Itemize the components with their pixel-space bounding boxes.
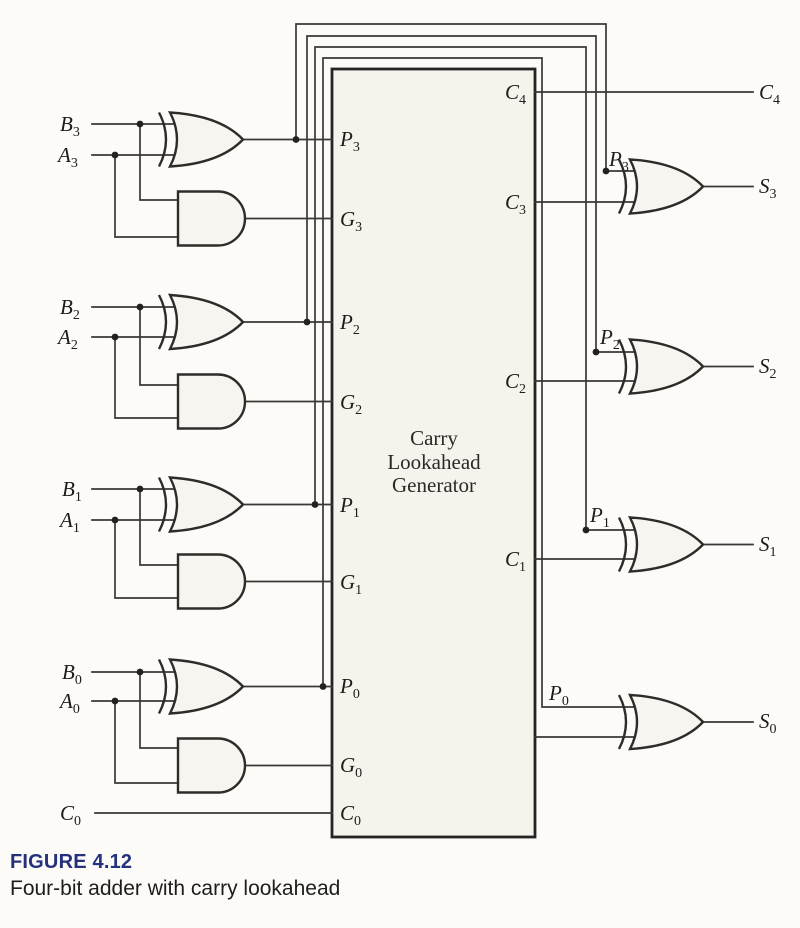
port-label-c0: C0 — [340, 801, 361, 829]
clg-box-outline — [330, 67, 537, 839]
xor-gate-bit1-arc — [157, 476, 168, 533]
port-label-c4: C4 — [505, 80, 526, 108]
junction-dot — [111, 516, 119, 524]
wire-b1-branch — [139, 488, 179, 566]
junction-dot — [582, 526, 590, 534]
wire-p1-route — [314, 46, 643, 531]
port-label-g0: G0 — [340, 753, 362, 781]
junction-dot — [111, 697, 119, 705]
wire-b2-branch — [139, 306, 179, 386]
clg-left-port-labels: P3 G3 P2 G2 P1 G1 P0 G0 C0 — [339, 127, 362, 829]
wire-b0-branch — [139, 671, 179, 749]
port-label-g3: G3 — [340, 207, 362, 235]
label-a1: A1 — [58, 508, 80, 536]
label-p2-route: P2 — [599, 325, 620, 353]
xor-gate-bit0 — [167, 658, 245, 715]
label-a0: A0 — [58, 689, 80, 717]
p-signal-routes: P3 P2 P1 P0 — [292, 23, 643, 709]
xor-gate-bit2 — [167, 293, 245, 351]
wire-a1-branch — [114, 519, 179, 599]
label-p0-route: P0 — [548, 681, 569, 709]
junction-dot — [303, 318, 311, 326]
wire-p3-route — [295, 23, 643, 172]
port-label-p0: P0 — [339, 674, 360, 702]
figure-caption-title: Four-bit adder with carry lookahead — [10, 877, 341, 900]
and-gate-bit1 — [176, 553, 247, 610]
xor-gate-bit0-arc — [157, 658, 168, 715]
junction-dot — [136, 668, 144, 676]
xor-gate-s0-arc — [617, 694, 628, 750]
wire-p0-route — [322, 57, 643, 708]
and-gate-bit0 — [176, 737, 247, 794]
label-b2: B2 — [60, 295, 80, 323]
junction-dot — [602, 167, 610, 175]
label-s3-output: S3 — [759, 174, 777, 202]
label-a3: A3 — [56, 143, 78, 171]
junction-dot — [111, 333, 119, 341]
and-gate-bit3 — [176, 190, 247, 247]
xor-gate-s1 — [627, 516, 705, 573]
port-label-p1: P1 — [339, 493, 360, 521]
port-label-g2: G2 — [340, 390, 362, 418]
input-c0: C0 — [60, 801, 333, 829]
wire-a0-branch — [114, 700, 179, 784]
port-label-c2: C2 — [505, 369, 526, 397]
label-b0: B0 — [62, 660, 82, 688]
xor-gate-s0 — [627, 693, 705, 751]
junction-dot — [136, 120, 144, 128]
xor-gate-s3 — [627, 158, 705, 215]
label-s1-output: S1 — [759, 532, 777, 560]
input-group-bit1: B1 A1 — [58, 476, 333, 610]
port-label-g1: G1 — [340, 570, 362, 598]
label-c4-output: C4 — [759, 80, 780, 108]
xor-gate-s3-arc — [617, 158, 628, 215]
clg-right-port-labels: C4 C3 C2 C1 — [505, 80, 526, 575]
wire-p2-route — [306, 35, 643, 353]
port-label-c3: C3 — [505, 190, 526, 218]
junction-dot — [292, 136, 300, 143]
xor-gate-bit2-arc — [157, 294, 168, 350]
junction-dot — [111, 151, 119, 159]
label-s2-output: S2 — [759, 354, 777, 382]
port-label-c1: C1 — [505, 547, 526, 575]
port-label-p2: P2 — [339, 310, 360, 338]
clg-title-line3: Generator — [392, 473, 476, 497]
figure-caption-label: FIGURE 4.12 — [10, 851, 133, 873]
input-group-bit0: B0 A0 — [58, 658, 333, 794]
port-label-p3: P3 — [339, 127, 360, 155]
and-gate-bit2 — [176, 373, 247, 430]
junction-dot — [319, 683, 327, 690]
xor-gate-s2-arc — [617, 338, 628, 395]
wire-a3-branch — [114, 154, 179, 238]
clg-title-line1: Carry — [410, 426, 458, 450]
xor-gate-s2 — [627, 338, 705, 395]
xor-gate-bit3 — [167, 111, 245, 168]
xor-gate-bit3-arc — [157, 111, 168, 168]
carry-lookahead-generator-box: Carry Lookahead Generator — [330, 67, 537, 839]
wire-a2-branch — [114, 336, 179, 419]
label-s0-output: S0 — [759, 709, 777, 737]
xor-gate-s1-arc — [617, 516, 628, 573]
label-b3: B3 — [60, 112, 80, 140]
junction-dot — [592, 348, 600, 356]
input-group-bit2: B2 A2 — [56, 293, 333, 430]
xor-gate-bit1 — [167, 476, 245, 533]
label-c0-input: C0 — [60, 801, 81, 829]
label-b1: B1 — [62, 477, 82, 505]
input-group-bit3: B3 A3 — [56, 111, 333, 247]
label-p1-route: P1 — [589, 503, 610, 531]
junction-dot — [136, 303, 144, 311]
output-section: C4 S3 S2 S1 S0 — [534, 80, 780, 751]
junction-dot — [311, 501, 319, 508]
junction-dot — [136, 485, 144, 493]
wire-b3-branch — [139, 123, 179, 201]
label-p3-route: P3 — [608, 147, 629, 175]
label-a2: A2 — [56, 325, 78, 353]
clg-title-line2: Lookahead — [387, 450, 481, 474]
